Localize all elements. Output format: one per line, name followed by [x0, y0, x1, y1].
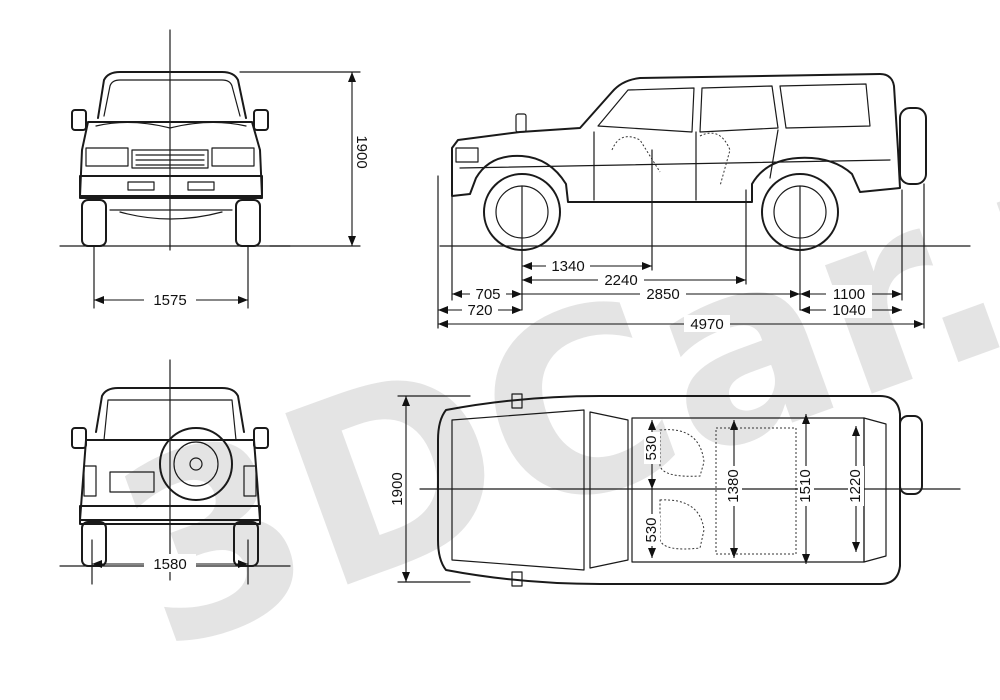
front-grille	[131, 149, 209, 169]
rear-mirror-left	[71, 427, 87, 449]
side-1340-label: 1340	[551, 258, 584, 275]
side-1100-label: 1100	[833, 286, 865, 303]
top-spare-tyre	[899, 415, 923, 495]
side-mirror	[515, 113, 527, 133]
rear-view: 1580	[59, 359, 291, 585]
rear-spare-tyre	[159, 427, 233, 501]
side-2850-label: 2850	[646, 286, 679, 303]
top-body	[437, 395, 901, 585]
front-hood	[95, 121, 247, 129]
front-wheel-left	[81, 199, 107, 247]
side-1040-label: 1040	[832, 302, 865, 319]
rear-bumper	[79, 505, 261, 525]
top-view: 1900 530 530 1380	[389, 393, 961, 587]
front-roof	[97, 71, 247, 119]
side-spare-tyre	[899, 107, 927, 185]
rear-wheel-left	[81, 521, 107, 567]
front-mirror-left	[71, 109, 87, 131]
top-530a-label: 530	[643, 435, 660, 460]
rear-plate	[109, 471, 155, 493]
top-width-label: 1900	[389, 472, 406, 505]
rear-roof	[95, 387, 245, 433]
front-headlight-left	[85, 147, 129, 167]
side-headlamp	[455, 147, 479, 163]
front-track-label: 1575	[153, 292, 186, 309]
top-530b-label: 530	[643, 517, 660, 542]
front-view: 1900 1575	[59, 29, 370, 309]
watermark: 3DCar.ru	[83, 17, 1000, 700]
top-windshield	[589, 411, 629, 569]
front-bumper	[79, 175, 263, 199]
side-705-label: 705	[475, 286, 500, 303]
front-headlight-right	[211, 147, 255, 167]
top-hood	[451, 409, 585, 571]
front-body	[79, 121, 263, 197]
watermark-text: 3DCar.ru	[83, 17, 1000, 700]
top-1510-label: 1510	[797, 469, 814, 502]
side-4970-label: 4970	[690, 316, 723, 333]
rear-mirror-right	[253, 427, 269, 449]
front-wheel-right	[235, 199, 261, 247]
front-mirror-right	[253, 109, 269, 131]
side-720-label: 720	[467, 302, 492, 319]
front-height-label: 1900	[353, 135, 370, 168]
top-1220-label: 1220	[847, 469, 864, 502]
side-window-cargo	[779, 83, 871, 129]
side-2240-label: 2240	[604, 272, 637, 289]
front-windshield	[103, 79, 241, 117]
side-view: 1340 2240 705 2850 1100 720 1040	[437, 73, 971, 333]
side-window-rear-door	[699, 85, 779, 133]
side-window-front	[597, 87, 695, 133]
rear-track-label: 1580	[153, 556, 186, 573]
side-body	[451, 73, 901, 203]
top-1380-label: 1380	[725, 469, 742, 502]
